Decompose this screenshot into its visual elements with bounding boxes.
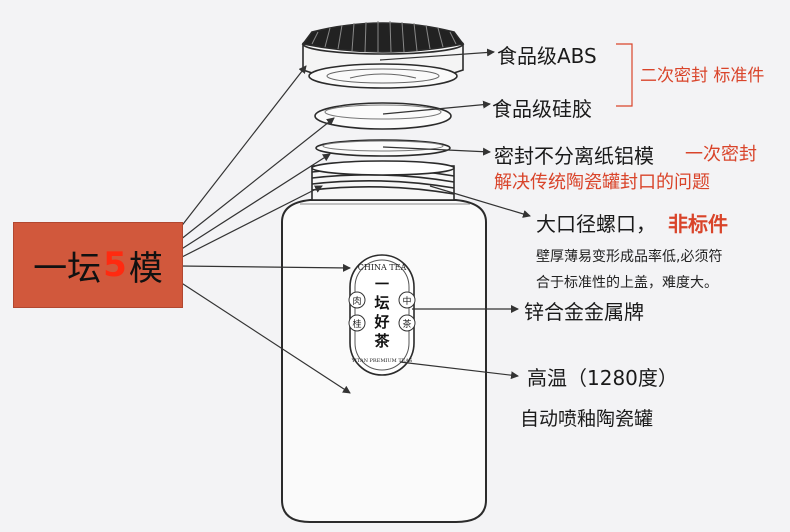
label-glaze: 自动喷釉陶瓷罐 — [520, 408, 654, 430]
badge-right2: 茶 — [402, 318, 411, 330]
badge-line4: 茶 — [374, 332, 390, 350]
abs-lid — [301, 20, 465, 89]
label-mouth-desc1: 壁厚薄易变形成品率低,必须符 — [536, 249, 723, 265]
label-plate: 锌合金金属牌 — [524, 300, 644, 324]
label-temp: 高温（1280度） — [527, 366, 678, 390]
label-mouth: 大口径螺口， — [536, 212, 656, 236]
badge-line3: 好 — [373, 313, 389, 331]
title-number: 5 — [103, 245, 127, 285]
title-suffix: 模 — [128, 248, 163, 289]
title-arrows — [179, 65, 351, 394]
badge-left1: 肉 — [352, 295, 361, 307]
metal-plate-badge: CHINA TEA 一 坛 好 茶 肉 桂 中 茶 YITAN PREMIUM … — [348, 254, 416, 376]
jar-neck-thread — [311, 160, 455, 201]
badge-left2: 桂 — [352, 318, 361, 330]
badge-line2: 坛 — [374, 294, 389, 312]
label-foil: 密封不分离纸铝模 — [494, 144, 654, 168]
label-mouth-desc2: 合于标准性的上盖，难度大。 — [536, 275, 718, 291]
label-foil-note: 一次密封 — [685, 144, 757, 165]
label-silicone: 食品级硅胶 — [492, 97, 592, 121]
badge-arc-bottom: YITAN PREMIUM TEAS — [351, 358, 413, 364]
label-abs: 食品级ABS — [497, 44, 597, 68]
label-mouth-note: 非标件 — [668, 212, 728, 236]
badge-line1: 一 — [375, 277, 389, 293]
seal-bracket — [616, 43, 633, 107]
label-foil-desc: 解决传统陶瓷罐封口的问题 — [494, 172, 710, 193]
title-prefix: 一坛 — [33, 248, 102, 289]
label-seal-group: 二次密封 标准件 — [640, 66, 765, 86]
silicone-gasket — [314, 102, 452, 130]
label-leaders — [379, 48, 531, 380]
badge-arc-top: CHINA TEA — [358, 263, 407, 272]
foil-seal — [315, 139, 451, 157]
badge-right1: 中 — [402, 295, 411, 307]
